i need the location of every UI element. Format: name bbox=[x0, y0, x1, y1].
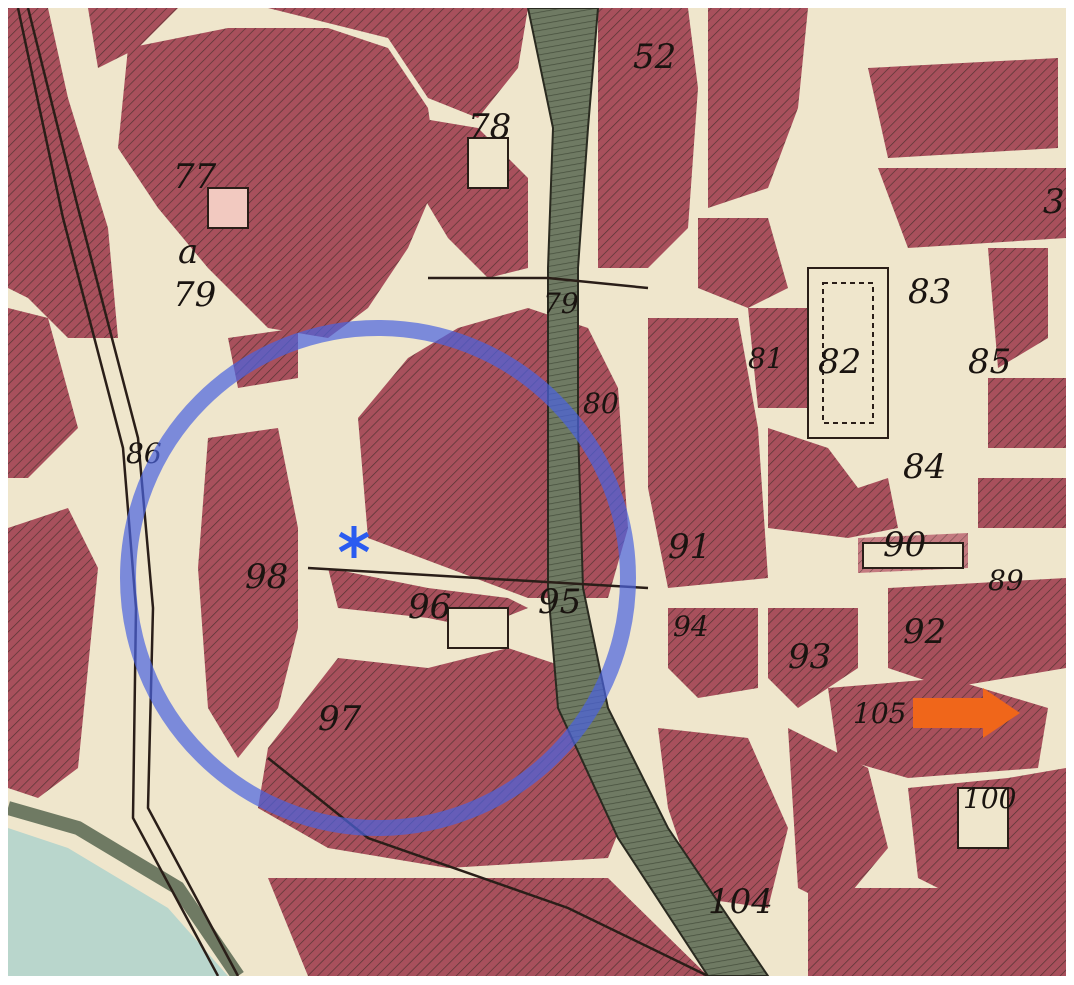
label-84: 84 bbox=[903, 447, 946, 487]
label-3: 3 bbox=[1043, 182, 1065, 222]
block-84-area bbox=[768, 428, 898, 538]
river-bottom-left bbox=[8, 828, 228, 976]
label-95: 95 bbox=[538, 582, 581, 622]
block-81 bbox=[748, 308, 808, 408]
historic-map: 52 78 77 a 79 79 80 81 82 83 85 84 86 98… bbox=[8, 8, 1066, 976]
label-91: 91 bbox=[668, 527, 711, 567]
block-52 bbox=[598, 8, 698, 268]
block-top-right-2 bbox=[868, 58, 1058, 158]
label-79-bridge: 79 bbox=[543, 287, 579, 320]
block-above-82 bbox=[698, 218, 788, 308]
location-star bbox=[338, 526, 370, 558]
block-lower-right-2 bbox=[788, 728, 888, 908]
block-left-lower bbox=[8, 508, 98, 798]
label-97: 97 bbox=[318, 699, 362, 739]
building-outlines bbox=[207, 137, 1009, 849]
direction-arrow bbox=[913, 688, 1020, 738]
label-79-left: 79 bbox=[173, 275, 216, 315]
canal bbox=[526, 8, 770, 976]
block-top-left-strip bbox=[88, 8, 178, 68]
label-81: 81 bbox=[748, 342, 784, 375]
block-93 bbox=[768, 608, 858, 708]
block-above-78 bbox=[268, 8, 528, 118]
label-80: 80 bbox=[583, 387, 619, 420]
block-left-98 bbox=[198, 428, 298, 758]
block-right-mid-2 bbox=[978, 478, 1066, 528]
label-98: 98 bbox=[245, 557, 288, 597]
label-77: 77 bbox=[173, 157, 217, 197]
label-52: 52 bbox=[633, 37, 676, 77]
label-a: a bbox=[178, 232, 198, 272]
block-top-right-3 bbox=[878, 168, 1066, 248]
label-82: 82 bbox=[818, 342, 861, 382]
river-bank-left bbox=[8, 801, 244, 976]
block-94 bbox=[668, 608, 758, 698]
map-canvas: 52 78 77 a 79 79 80 81 82 83 85 84 86 98… bbox=[8, 8, 1066, 976]
block-91 bbox=[648, 318, 768, 588]
block-bottom-right bbox=[808, 888, 1066, 976]
label-94: 94 bbox=[673, 610, 709, 643]
block-bottom-center bbox=[268, 878, 708, 976]
label-96: 96 bbox=[408, 587, 451, 627]
block-85 bbox=[988, 248, 1048, 368]
highlight-circle bbox=[120, 320, 636, 836]
label-104: 104 bbox=[708, 882, 773, 922]
block-top-right-1 bbox=[708, 8, 808, 208]
label-100: 100 bbox=[963, 782, 1016, 815]
label-92: 92 bbox=[903, 612, 946, 652]
label-93: 93 bbox=[788, 637, 831, 677]
label-85: 85 bbox=[968, 342, 1011, 382]
block-lower-center bbox=[258, 648, 628, 868]
label-83: 83 bbox=[908, 272, 951, 312]
block-right-mid bbox=[988, 378, 1066, 448]
map-labels: 52 78 77 a 79 79 80 81 82 83 85 84 86 98… bbox=[126, 37, 1065, 922]
road-lines bbox=[16, 8, 709, 976]
label-105: 105 bbox=[853, 697, 906, 730]
label-78: 78 bbox=[468, 107, 511, 147]
label-89: 89 bbox=[988, 564, 1024, 597]
block-left-mid bbox=[8, 308, 78, 478]
block-92 bbox=[888, 578, 1066, 688]
label-90: 90 bbox=[883, 525, 926, 565]
block-79 bbox=[118, 28, 438, 338]
